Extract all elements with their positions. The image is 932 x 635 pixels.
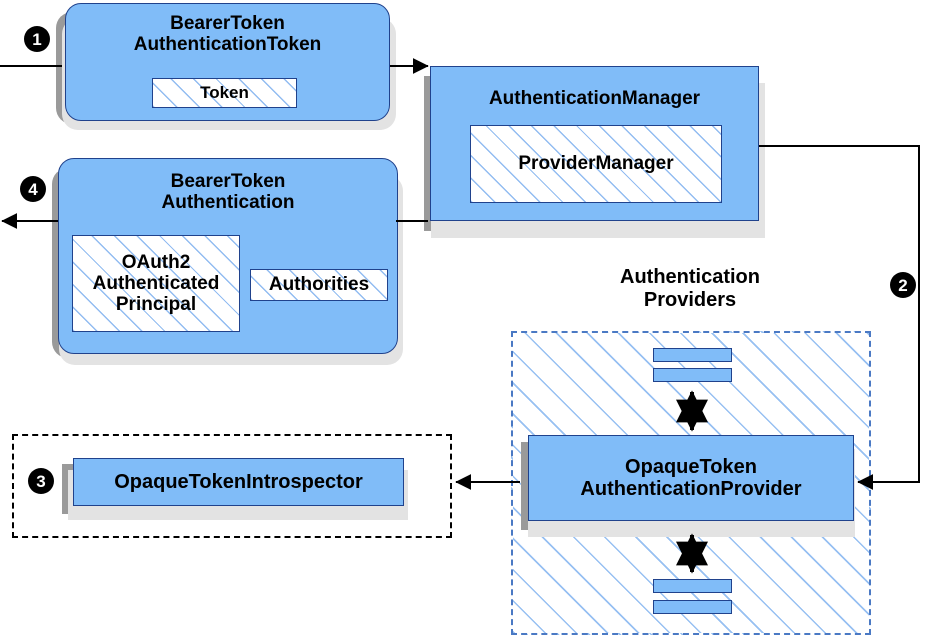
opaque-token-introspector-title: OpaqueTokenIntrospector (114, 470, 363, 493)
step-marker-1: 1 (24, 26, 50, 52)
opaque-token-authentication-provider-title: OpaqueToken AuthenticationProvider (580, 455, 802, 500)
authentication-manager-title: AuthenticationManager (488, 88, 701, 109)
authentication-providers-label: Authentication Providers (620, 266, 760, 311)
field-provider-manager-label: ProviderManager (518, 153, 674, 175)
node-opaque-token-introspector[interactable]: OpaqueTokenIntrospector (73, 458, 404, 506)
provider-stack-bar-bottom-1 (653, 579, 732, 593)
step-marker-2-label: 2 (898, 275, 908, 295)
provider-stack-bar-top-2 (653, 368, 732, 382)
field-provider-manager[interactable]: ProviderManager (470, 125, 722, 203)
step-marker-3: 3 (28, 468, 54, 494)
bearer-token-authentication-token-title: BearerToken AuthenticationToken (133, 13, 322, 56)
field-token-label: Token (200, 83, 249, 103)
field-authorities[interactable]: Authorities (250, 269, 388, 301)
step-marker-2: 2 (890, 272, 916, 298)
bearer-token-authentication-title: BearerToken Authentication (161, 171, 295, 214)
provider-stack-bar-bottom-2 (653, 600, 732, 614)
provider-stack-bar-top-1 (653, 348, 732, 362)
step-marker-4-label: 4 (28, 179, 38, 199)
step-marker-1-label: 1 (32, 29, 42, 49)
node-opaque-token-authentication-provider[interactable]: OpaqueToken AuthenticationProvider (528, 435, 854, 521)
field-oauth2-authenticated-principal-label: OAuth2 Authenticated Principal (92, 251, 220, 316)
field-authorities-label: Authorities (268, 274, 370, 296)
field-token[interactable]: Token (152, 78, 297, 108)
step-marker-4: 4 (20, 176, 46, 202)
field-oauth2-authenticated-principal[interactable]: OAuth2 Authenticated Principal (72, 235, 240, 332)
introspector-group (12, 434, 452, 538)
step-marker-3-label: 3 (36, 471, 46, 491)
